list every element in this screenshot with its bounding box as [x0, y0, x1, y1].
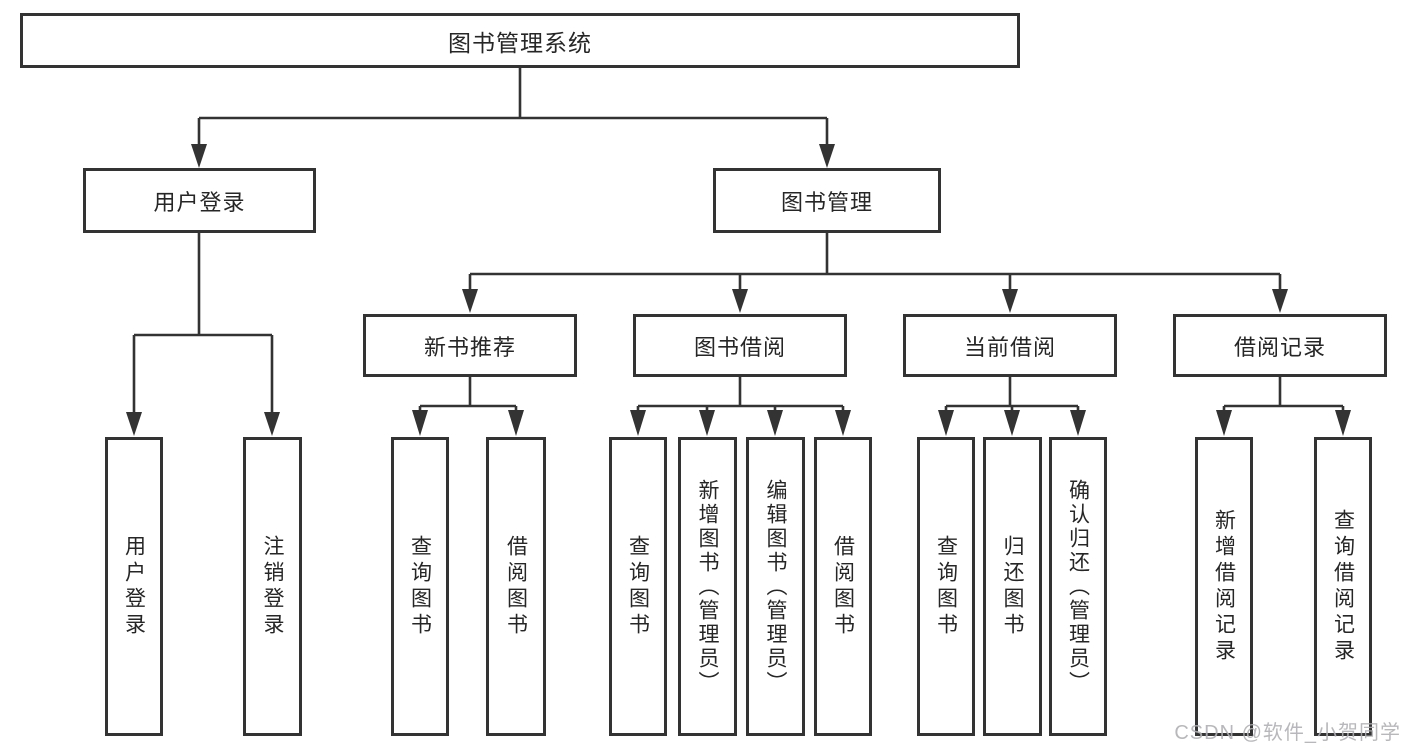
- leaf-query-books-recommend-label: 查询图书: [408, 534, 432, 639]
- leaf-logout-label: 注销登录: [261, 534, 285, 639]
- leaf-logout: 注销登录: [243, 437, 302, 736]
- node-current-borrow: 当前借阅: [903, 314, 1117, 377]
- leaf-confirm-return-admin: 确认归还（管理员）: [1049, 437, 1107, 736]
- arrowhead-group: [126, 144, 1351, 436]
- leaf-edit-books-admin-label: 编辑图书（管理员）: [764, 478, 788, 695]
- leaf-add-borrow-record-label: 新增借阅记录: [1212, 508, 1236, 665]
- node-borrow-record-label: 借阅记录: [1233, 334, 1326, 360]
- node-new-book-recommend: 新书推荐: [363, 314, 577, 377]
- node-root: 图书管理系统: [20, 13, 1020, 68]
- leaf-add-books-admin: 新增图书（管理员）: [678, 437, 737, 736]
- node-user-login: 用户登录: [83, 168, 316, 233]
- leaf-query-borrow-record-label: 查询借阅记录: [1331, 508, 1355, 665]
- leaf-user-login: 用户登录: [105, 437, 163, 736]
- node-borrow-record: 借阅记录: [1173, 314, 1387, 377]
- node-new-book-recommend-label: 新书推荐: [423, 334, 516, 360]
- leaf-borrow-books-recommend-label: 借阅图书: [504, 534, 528, 639]
- leaf-borrow-books-label: 借阅图书: [831, 534, 855, 639]
- leaf-add-books-admin-label: 新增图书（管理员）: [696, 478, 720, 695]
- leaf-query-borrow-record: 查询借阅记录: [1314, 437, 1372, 736]
- leaf-borrow-books: 借阅图书: [814, 437, 872, 736]
- node-user-login-label: 用户登录: [153, 189, 246, 215]
- leaf-query-books-borrow-label: 查询图书: [626, 534, 650, 639]
- node-current-borrow-label: 当前借阅: [963, 334, 1056, 360]
- leaf-query-books-borrow: 查询图书: [609, 437, 667, 736]
- leaf-return-books-label: 归还图书: [1001, 534, 1025, 639]
- leaf-user-login-label: 用户登录: [122, 534, 146, 639]
- leaf-query-books-current-label: 查询图书: [934, 534, 958, 639]
- leaf-add-borrow-record: 新增借阅记录: [1195, 437, 1253, 736]
- leaf-confirm-return-admin-label: 确认归还（管理员）: [1066, 478, 1090, 695]
- node-book-borrow-label: 图书借阅: [693, 334, 786, 360]
- leaf-borrow-books-recommend: 借阅图书: [486, 437, 546, 736]
- node-book-borrow: 图书借阅: [633, 314, 847, 377]
- leaf-query-books-recommend: 查询图书: [391, 437, 449, 736]
- leaf-query-books-current: 查询图书: [917, 437, 975, 736]
- node-book-mgmt-label: 图书管理: [780, 189, 873, 215]
- node-root-label: 图书管理系统: [448, 29, 592, 56]
- leaf-edit-books-admin: 编辑图书（管理员）: [746, 437, 805, 736]
- node-book-mgmt: 图书管理: [713, 168, 941, 233]
- leaf-return-books: 归还图书: [983, 437, 1042, 736]
- csdn-watermark: CSDN @软件_小贺同学: [1174, 722, 1401, 744]
